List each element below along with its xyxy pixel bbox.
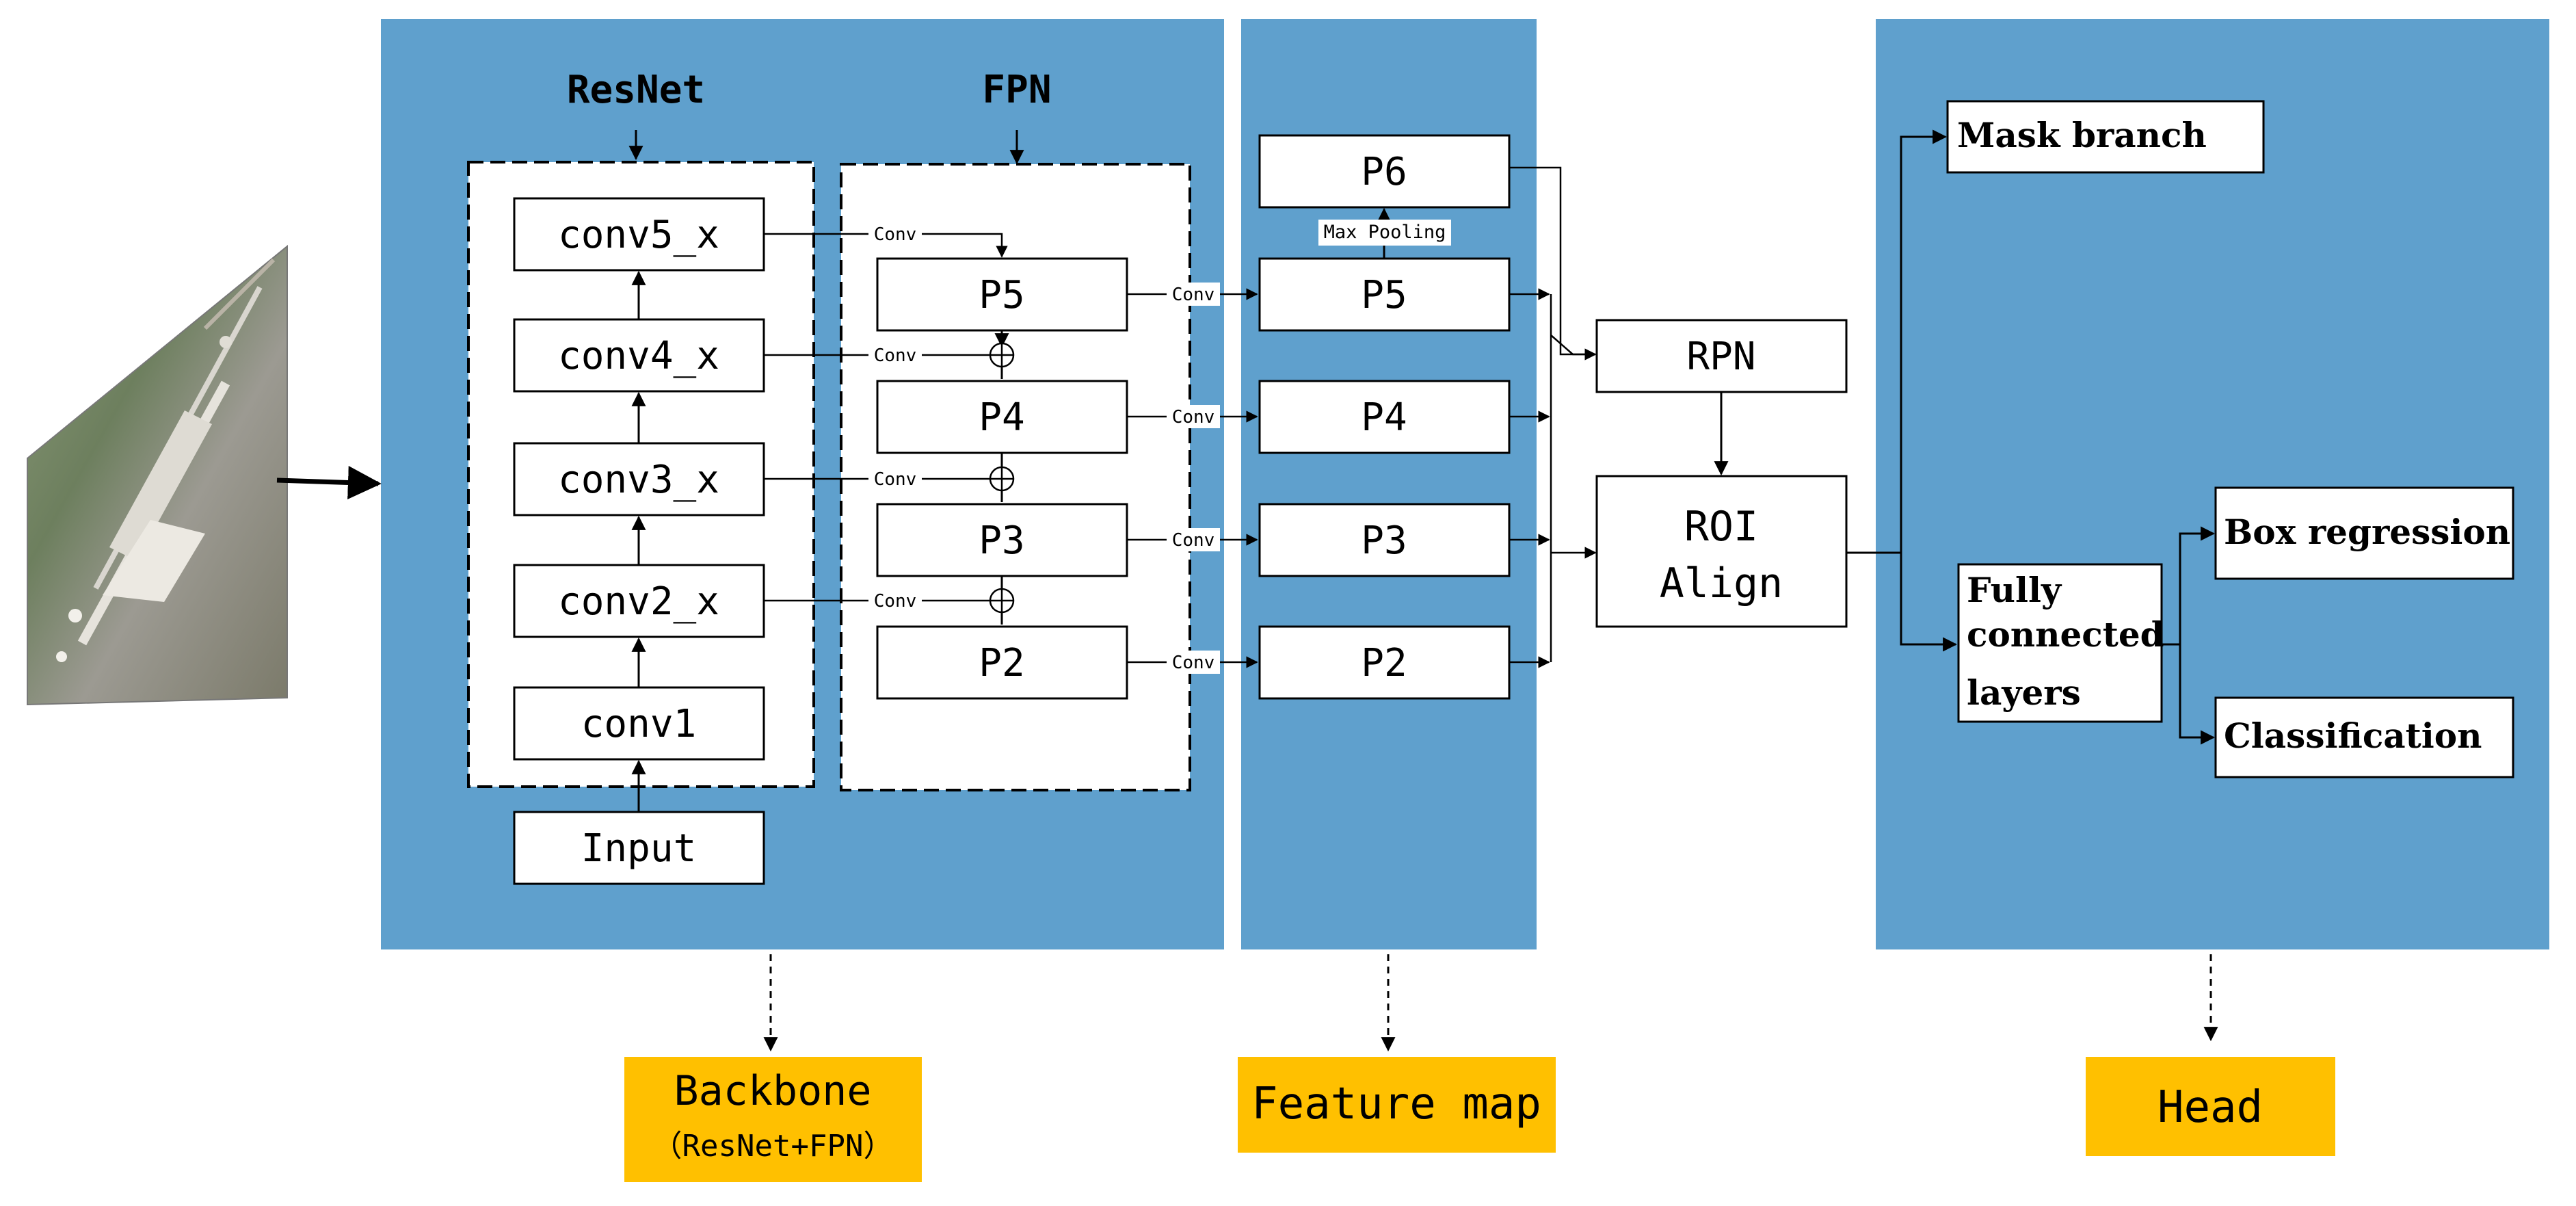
- head-title: Head: [2157, 1082, 2263, 1133]
- resnet-layer-label: conv1: [581, 702, 697, 746]
- head-section-label: Head: [2086, 1057, 2335, 1156]
- feature-map-title: Feature map: [1251, 1079, 1541, 1129]
- svg-text:Conv: Conv: [1172, 653, 1215, 673]
- svg-text:Conv: Conv: [874, 345, 917, 366]
- svg-text:Max Pooling: Max Pooling: [1324, 222, 1446, 243]
- feature-map-level: P2: [1258, 625, 1511, 700]
- resnet-layer-label: conv4_x: [558, 334, 719, 378]
- resnet-title: ResNet: [567, 68, 705, 112]
- resnet-layer-label: conv5_x: [558, 213, 719, 257]
- input-box: Input: [513, 811, 765, 885]
- head-panel: [1876, 19, 2549, 949]
- input-image: [27, 244, 288, 706]
- merge-symbol: [989, 588, 1015, 614]
- fpn-level: P2: [876, 625, 1128, 700]
- svg-text:Conv: Conv: [1172, 285, 1215, 305]
- fc-line3: layers: [1967, 672, 2081, 713]
- svg-text:Conv: Conv: [874, 224, 917, 245]
- feature-map-level: P3: [1258, 503, 1511, 577]
- feature-map-level: P6: [1258, 134, 1511, 209]
- fc-line2: connected: [1967, 614, 2164, 655]
- fc-line1: Fully: [1967, 570, 2062, 610]
- backbone-subtitle: （ResNet+FPN）: [652, 1129, 894, 1164]
- svg-text:Conv: Conv: [874, 591, 917, 612]
- svg-text:Conv: Conv: [1172, 530, 1215, 551]
- svg-text:Conv: Conv: [1172, 407, 1215, 428]
- feature-map-label: P4: [1361, 395, 1407, 440]
- fpn-level: P3: [876, 503, 1128, 577]
- fpn-title: FPN: [982, 68, 1051, 112]
- feature-map-label: P6: [1361, 150, 1407, 194]
- resnet-layer: conv4_x: [513, 318, 765, 393]
- roi-align-line2: Align: [1660, 560, 1783, 607]
- input-arrow: [276, 466, 382, 499]
- fpn-conv-label: Conv: [1167, 405, 1220, 428]
- roi-align-line1: ROI: [1684, 503, 1758, 551]
- backbone-label: Backbone （ResNet+FPN）: [624, 1057, 922, 1182]
- feature-map-label: P3: [1361, 519, 1407, 563]
- merge-symbol: [989, 466, 1015, 492]
- fpn-conv-label: Conv: [1167, 528, 1220, 551]
- mask-branch-label: Mask branch: [1957, 115, 2207, 155]
- feature-map-level: P4: [1258, 380, 1511, 454]
- rpn-label: RPN: [1686, 335, 1755, 379]
- fpn-level-label: P5: [979, 273, 1024, 317]
- fpn-level: P5: [876, 257, 1128, 332]
- svg-text:Conv: Conv: [874, 469, 917, 490]
- feature-map-section-label: Feature map: [1238, 1057, 1556, 1153]
- classification-box: Classification: [2214, 696, 2514, 778]
- fpn-level-label: P3: [979, 519, 1024, 563]
- input-label: Input: [581, 826, 697, 871]
- lateral-conv-label: Conv: [868, 343, 922, 367]
- rpn-box: RPN: [1595, 319, 1848, 393]
- lateral-conv-label: Conv: [868, 467, 922, 490]
- resnet-layer-label: conv2_x: [558, 579, 719, 624]
- fpn-level-label: P4: [979, 395, 1024, 440]
- resnet-layer: conv5_x: [513, 197, 765, 272]
- lateral-conv-label: Conv: [868, 589, 922, 612]
- box-regression-box: Box regression: [2214, 486, 2514, 580]
- fpn-conv-label: Conv: [1167, 283, 1220, 306]
- feature-map-level: P5: [1258, 257, 1511, 332]
- roi-align-box: ROI Align: [1595, 475, 1848, 628]
- box-regression-label: Box regression: [2224, 512, 2510, 552]
- feature-map-label: P5: [1361, 273, 1407, 317]
- mask-branch-box: Mask branch: [1946, 100, 2265, 174]
- resnet-layer-label: conv3_x: [558, 458, 719, 502]
- resnet-layer: conv2_x: [513, 564, 765, 638]
- fpn-conv-label: Conv: [1167, 651, 1220, 674]
- feature-map-label: P2: [1361, 641, 1407, 685]
- resnet-layer: conv1: [513, 686, 765, 761]
- fpn-level: P4: [876, 380, 1128, 454]
- backbone-title: Backbone: [674, 1067, 872, 1115]
- classification-label: Classification: [2224, 716, 2482, 756]
- fully-connected-box: Fully connected layers: [1957, 563, 2164, 723]
- fpn-level-label: P2: [979, 641, 1024, 685]
- merge-symbol: [989, 342, 1015, 368]
- resnet-layer: conv3_x: [513, 442, 765, 516]
- max-pooling-label: Max Pooling: [1318, 220, 1451, 246]
- lateral-conv-label: Conv: [868, 222, 922, 246]
